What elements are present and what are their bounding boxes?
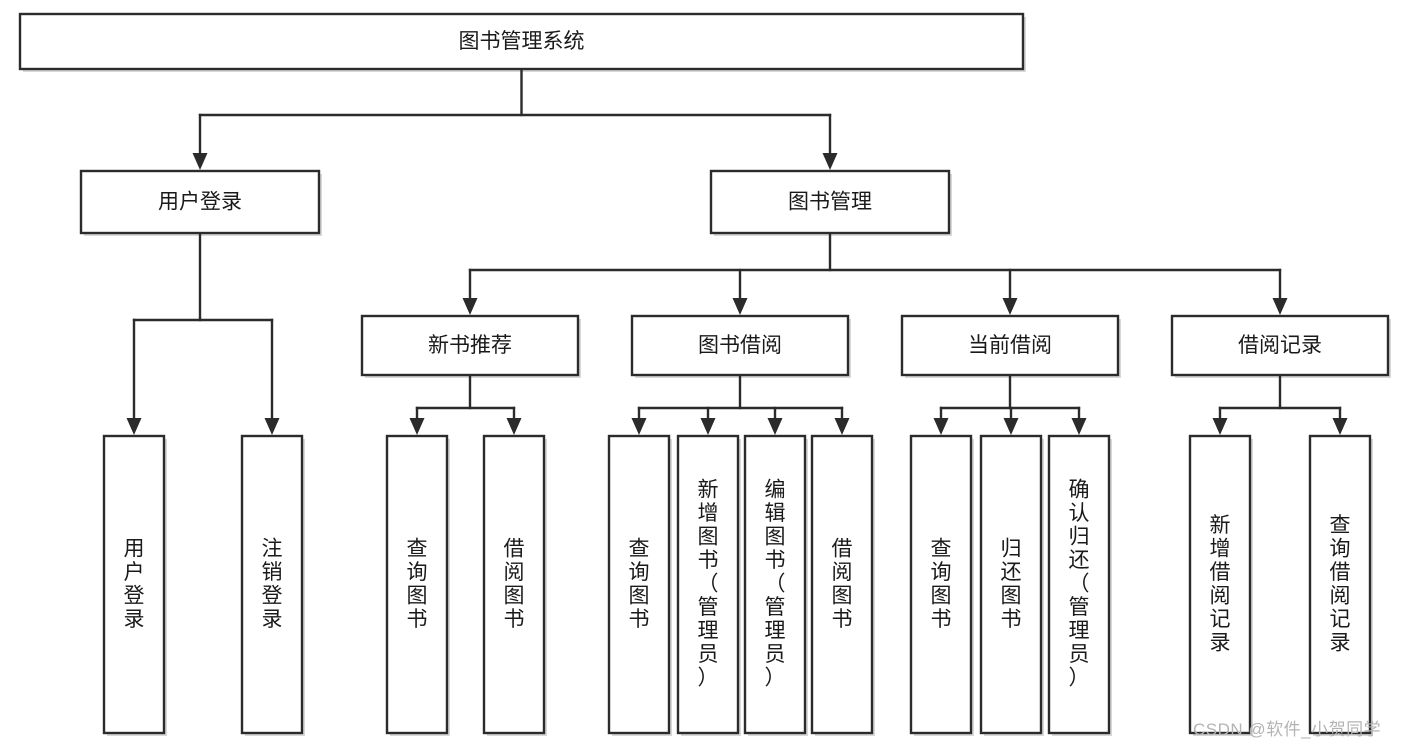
arrow-head <box>933 418 949 435</box>
node-box-leaf-query-borrow-record[interactable] <box>1308 434 1372 735</box>
node-box-leaf-confirm-return[interactable] <box>1047 434 1111 735</box>
arrow-head <box>1332 418 1348 435</box>
node-label-leaf-add-book: 新增图书（管理员） <box>698 479 719 690</box>
arrow-head <box>126 418 142 435</box>
node-label-leaf-query-book-3: 查询图书 <box>931 537 952 631</box>
node-label-leaf-query-book-1: 查询图书 <box>407 537 428 631</box>
node-label-book-borrow: 图书借阅 <box>698 334 782 357</box>
node-box-new-book-recommend[interactable] <box>360 314 580 377</box>
arrow-head <box>1212 418 1228 435</box>
node-box-leaf-logout-login[interactable] <box>240 434 304 735</box>
node-box-leaf-return-book[interactable] <box>979 434 1043 735</box>
node-label-leaf-borrow-book-1: 借阅图书 <box>504 537 525 631</box>
node-label-current-borrow: 当前借阅 <box>968 334 1052 357</box>
node-label-leaf-logout-login: 注销登录 <box>262 537 283 631</box>
csdn-watermark: CSDN @软件_小贺同学 <box>1193 720 1382 739</box>
node-label-leaf-edit-book: 编辑图书（管理员） <box>765 479 786 690</box>
arrow-head <box>1272 298 1288 315</box>
node-box-leaf-query-book-1[interactable] <box>385 434 449 735</box>
arrow-head <box>506 418 522 435</box>
node-label-leaf-borrow-book-2: 借阅图书 <box>832 537 853 631</box>
node-label-leaf-user-login: 用户登录 <box>124 537 145 631</box>
node-label-root: 图书管理系统 <box>459 30 585 53</box>
node-box-borrow-record[interactable] <box>1170 314 1390 377</box>
node-label-leaf-return-book: 归还图书 <box>1001 537 1022 631</box>
arrow-head <box>834 418 850 435</box>
node-label-borrow-record: 借阅记录 <box>1238 334 1322 357</box>
arrow-head <box>767 418 783 435</box>
node-label-user-login: 用户登录 <box>158 191 242 214</box>
node-label-leaf-confirm-return: 确认归还（管理员） <box>1069 479 1090 690</box>
arrow-head <box>409 418 425 435</box>
node-box-user-login[interactable] <box>79 169 321 235</box>
node-label-new-book-recommend: 新书推荐 <box>428 334 512 357</box>
node-box-leaf-edit-book[interactable] <box>743 434 807 735</box>
node-box-leaf-query-book-3[interactable] <box>909 434 973 735</box>
arrow-head <box>732 298 748 315</box>
arrow-head <box>264 418 280 435</box>
node-box-leaf-query-book-2[interactable] <box>607 434 671 735</box>
node-label-book-management: 图书管理 <box>788 191 872 214</box>
node-box-leaf-borrow-book-1[interactable] <box>482 434 546 735</box>
node-box-leaf-user-login[interactable] <box>102 434 166 735</box>
arrow-head <box>462 298 478 315</box>
node-box-book-management[interactable] <box>709 169 951 235</box>
arrow-head <box>700 418 716 435</box>
node-box-leaf-add-borrow-record[interactable] <box>1188 434 1252 735</box>
node-box-layer <box>18 12 1390 735</box>
arrow-head <box>1003 418 1019 435</box>
node-box-current-borrow[interactable] <box>900 314 1120 377</box>
arrow-head <box>1071 418 1087 435</box>
node-box-leaf-add-book[interactable] <box>676 434 740 735</box>
arrow-head <box>192 153 208 170</box>
node-label-leaf-add-borrow-record: 新增借阅记录 <box>1210 514 1231 655</box>
node-box-leaf-borrow-book-2[interactable] <box>810 434 874 735</box>
node-label-leaf-query-book-2: 查询图书 <box>629 537 650 631</box>
arrow-head <box>822 153 838 170</box>
arrow-head <box>1002 298 1018 315</box>
node-box-book-borrow[interactable] <box>630 314 850 377</box>
connector-layer <box>126 67 1348 435</box>
node-label-layer: 图书管理系统用户登录图书管理新书推荐图书借阅当前借阅借阅记录用户登录注销登录查询… <box>124 30 1351 689</box>
arrow-head <box>631 418 647 435</box>
node-label-leaf-query-borrow-record: 查询借阅记录 <box>1330 514 1351 655</box>
node-box-root[interactable] <box>18 12 1025 71</box>
